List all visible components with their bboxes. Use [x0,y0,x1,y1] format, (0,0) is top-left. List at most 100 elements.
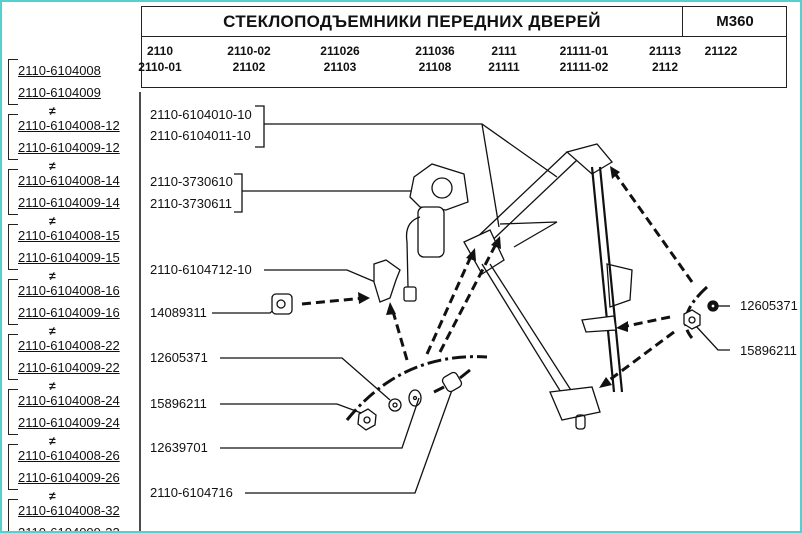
assembly-part-number: 2110-6104008-12 [18,118,120,133]
group-bracket [8,59,18,105]
model-column: 21111-01 21111-02 [544,43,624,75]
model-code: 21111-02 [559,60,609,74]
motor-bracket [234,173,243,213]
callout-motor-left: 2110-3730610 [150,174,233,189]
model-column: 21113 2112 [625,43,705,75]
arrow-heads [358,166,628,388]
assembly-part-number: 2110-6104009-22 [18,360,120,375]
model-code: 21122 [704,44,738,58]
model-code: 211036 [415,44,455,58]
bracket-part [373,259,401,303]
not-interchangeable-mark: ≠ [49,489,56,503]
bushing-leader [212,306,278,314]
model-code: 21102 [232,60,266,74]
assembly-part-number: 2110-6104009-26 [18,470,120,485]
model-code: 21103 [323,60,357,74]
callout-washer-flat: 12639701 [150,440,208,455]
section-code: М360 [716,13,754,30]
catalog-header: СТЕКЛОПОДЪЕМНИКИ ПЕРЕДНИХ ДВЕРЕЙ М360 21… [138,6,787,88]
callout-nut-right: 15896211 [740,343,797,358]
model-column: 2110-02 21102 [209,43,289,75]
assembly-part-number: 2110-6104008-15 [18,228,120,243]
callout-stud: 2110-6104716 [150,485,233,500]
bushing-part [271,293,293,315]
callout-nut-left: 15896211 [150,396,207,411]
model-code: 2111 [491,44,517,58]
assembly-part-number: 2110-6104008-16 [18,283,120,298]
washer-flat-part [408,389,422,407]
assembly-arrows [301,171,694,386]
assembly-part-number: 2110-6104008-22 [18,338,120,353]
assembly-part-number: 2110-6104008-24 [18,393,120,408]
washer-left-part [388,398,402,412]
assembly-part-number: 2110-6104008-26 [18,448,120,463]
washer-flat-leader [220,397,420,449]
model-column: 2111 21111 [464,43,544,75]
window-regulator-drawing [463,143,633,430]
callout-motor-right: 2110-3730611 [150,196,232,211]
model-column: 211036 21108 [395,43,475,75]
not-interchangeable-mark: ≠ [49,159,56,173]
washer-left-leader [220,357,391,401]
assembly-part-number: 2110-6104009-24 [18,415,120,430]
assembly-part-number: 2110-6104009-12 [18,140,120,155]
nut-right-part [683,309,701,330]
regulator-bracket [255,105,265,148]
model-code: 2110-02 [227,44,271,58]
not-interchangeable-mark: ≠ [49,324,56,338]
nut-left-part [357,408,377,431]
callout-washer-right: 12605371 [740,298,798,313]
mounting-arc-left [345,355,488,421]
model-column: 2110 2110-01 [120,43,200,75]
callout-washer-left: 12605371 [150,350,208,365]
group-bracket [8,499,18,531]
not-interchangeable-mark: ≠ [49,379,56,393]
model-code: 2110-01 [138,60,182,74]
model-code: 2112 [651,60,679,74]
stud-part [433,368,471,394]
assembly-part-number: 2110-6104008-32 [18,503,120,518]
regulator-leader [264,123,558,178]
group-bracket [8,389,18,435]
model-code: 21113 [648,44,682,58]
model-code: 2110 [146,44,174,58]
motor-drawing [403,163,469,302]
assembly-part-number: 2110-6104009-16 [18,305,120,320]
assembly-part-number: 2110-6104009 [18,85,101,100]
model-code: 21111-01 [559,44,609,58]
nut-right-leader [694,324,730,351]
washer-right-part [707,300,719,312]
model-column: 211026 21103 [300,43,380,75]
callout-bushing: 14089311 [150,305,207,320]
group-bracket [8,444,18,490]
section-code-cell: М360 [682,7,787,36]
not-interchangeable-mark: ≠ [49,104,56,118]
model-column: 21122 [681,43,761,75]
callout-regulator-right: 2110-6104011-10 [150,128,251,143]
group-bracket [8,224,18,270]
title-row: СТЕКЛОПОДЪЕМНИКИ ПЕРЕДНИХ ДВЕРЕЙ М360 [142,7,786,37]
assembly-part-number: 2110-6104009-14 [18,195,120,210]
group-bracket [8,279,18,325]
not-interchangeable-mark: ≠ [49,214,56,228]
model-code: 21111 [488,60,520,74]
page-title: СТЕКЛОПОДЪЕМНИКИ ПЕРЕДНИХ ДВЕРЕЙ [223,12,601,31]
not-interchangeable-mark: ≠ [49,434,56,448]
assembly-part-number: 2110-6104009-15 [18,250,120,265]
assembly-part-number: 2110-6104009-32 [18,525,120,533]
stud-leader [245,389,453,494]
model-code: 211026 [320,44,360,58]
group-bracket [8,114,18,160]
regulator-leader-2 [481,123,500,228]
bracket-leader [264,269,381,285]
assembly-part-number: 2110-6104008 [18,63,101,78]
group-bracket [8,169,18,215]
callout-regulator-left: 2110-6104010-10 [150,107,252,122]
nut-left-leader [220,403,365,415]
group-bracket [8,334,18,380]
model-code: 21108 [418,60,452,74]
not-interchangeable-mark: ≠ [49,269,56,283]
assembly-part-number: 2110-6104008-14 [18,173,120,188]
callout-bracket: 2110-6104712-10 [150,262,252,277]
